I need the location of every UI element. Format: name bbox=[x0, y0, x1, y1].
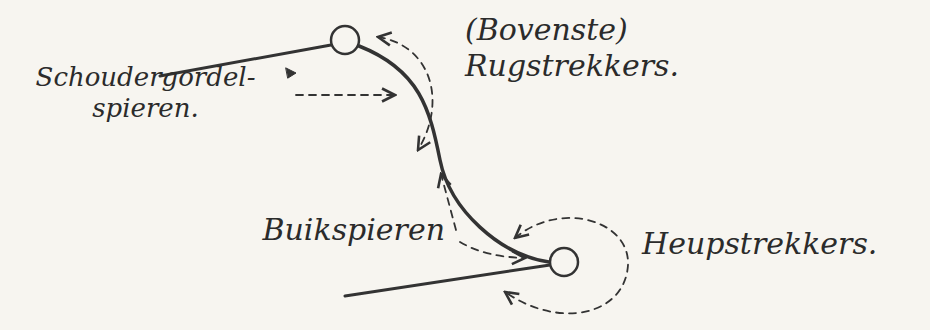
abdominal-arrow-down bbox=[460, 242, 525, 258]
muscle-label: Buikspieren bbox=[185, 212, 445, 248]
tick-mark bbox=[286, 68, 296, 78]
hip-extensor-arrow bbox=[505, 218, 628, 313]
shoulder-muscle-arrow bbox=[296, 94, 395, 96]
shoulder-joint bbox=[331, 26, 359, 54]
muscle-label: Schoudergordel- spieren. bbox=[8, 62, 283, 124]
lower-limb-line bbox=[345, 265, 550, 296]
hip-joint bbox=[550, 248, 578, 276]
back-extensor-arrow bbox=[378, 37, 433, 150]
muscle-label: Heupstrekkers. bbox=[642, 226, 912, 262]
muscle-label: (Bovenste) Rugstrekkers. bbox=[465, 12, 735, 84]
